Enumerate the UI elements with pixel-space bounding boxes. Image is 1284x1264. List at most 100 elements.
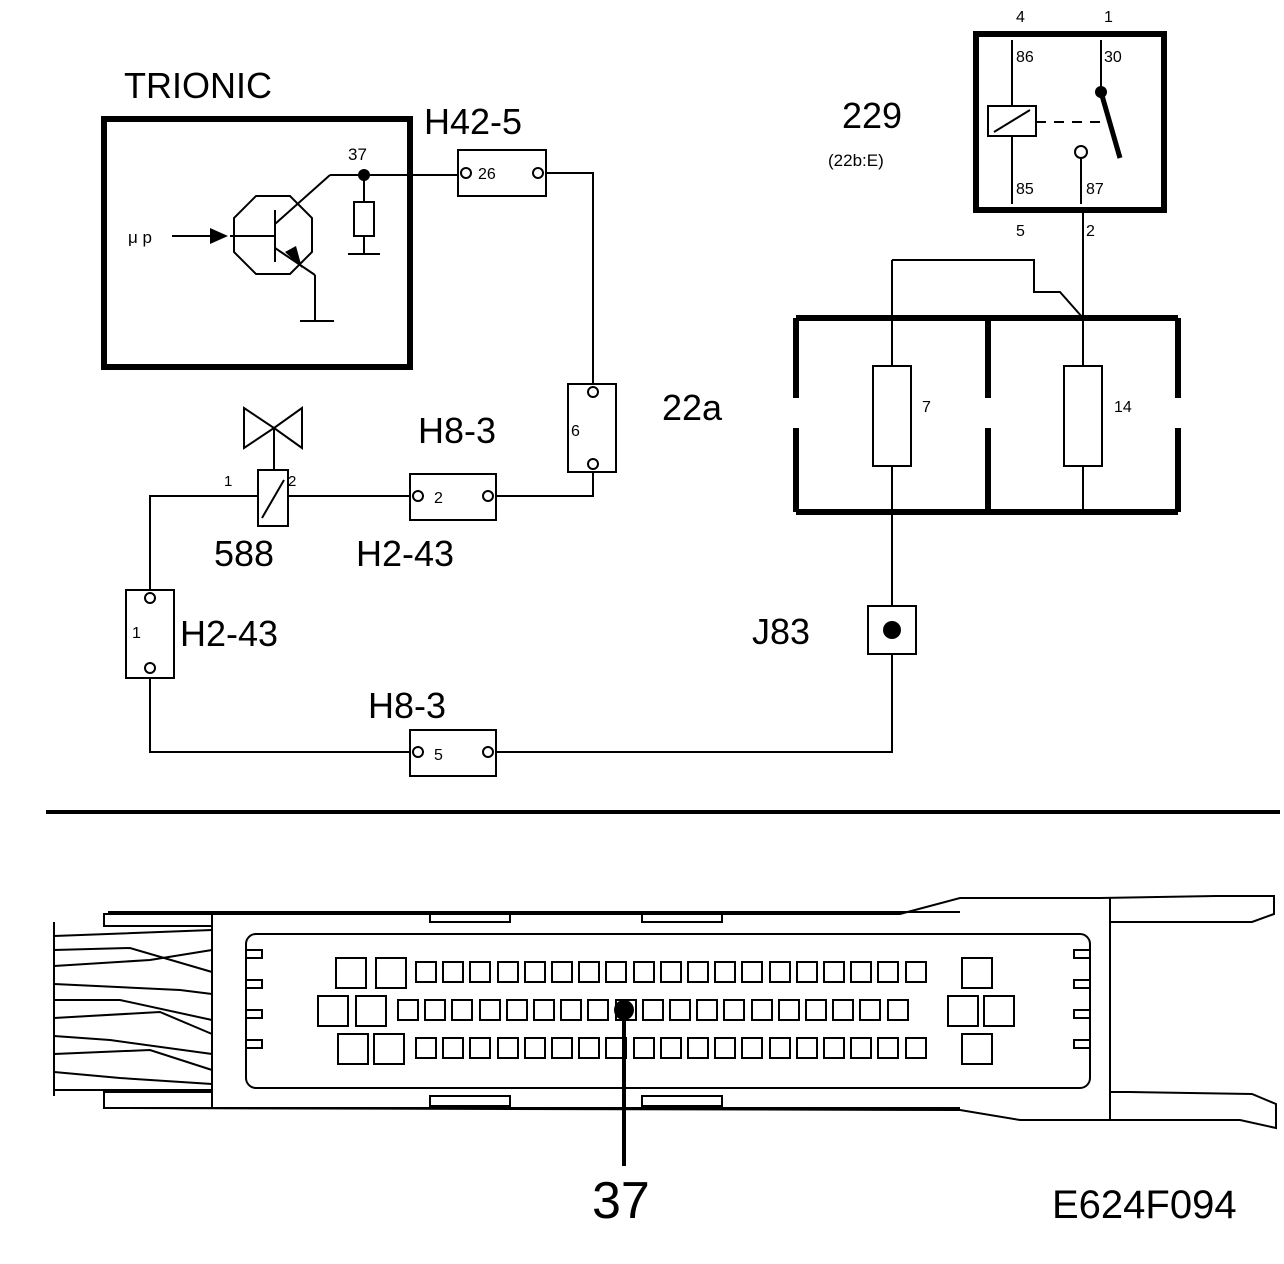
pin-cavity: [714, 961, 736, 983]
valve-588: 1 2 588: [214, 406, 303, 574]
ecu-connector: 37: [53, 895, 1277, 1230]
relay-terminal-87: 87: [1086, 181, 1104, 198]
pin-cavity: [633, 1037, 655, 1059]
pin-cavity: [335, 957, 367, 989]
pin-cavity: [551, 1037, 573, 1059]
trionic-pin-label: 37: [348, 145, 367, 164]
pin-cavity: [769, 961, 791, 983]
pin-cavity: [660, 1037, 682, 1059]
pin-cavity: [317, 995, 349, 1027]
pin-cavity: [751, 999, 773, 1021]
valve-pin1: 1: [224, 473, 232, 490]
pin-cavity: [605, 961, 627, 983]
pin-cavity: [451, 999, 473, 1021]
wire-h42-to-box6: [546, 172, 594, 384]
pin-cavity: [769, 1037, 791, 1059]
wire-h8-3-to-j83: [496, 654, 893, 753]
pin-cavity: [805, 999, 827, 1021]
connector-h8-3-bottom: 5 H8-3: [368, 685, 497, 777]
pin-cavity: [832, 999, 854, 1021]
box6-pin: 6: [571, 423, 580, 440]
pin-cavity: [442, 961, 464, 983]
h42-5-label: H42-5: [424, 101, 522, 142]
trionic-box: [101, 116, 413, 370]
pin-cavity: [687, 961, 709, 983]
valve-id: 588: [214, 533, 274, 574]
h42-5-pin: 26: [478, 166, 496, 183]
pin-cavity: [778, 999, 800, 1021]
pin-cavity: [796, 1037, 818, 1059]
pin-37-callout: 37: [592, 1172, 650, 1230]
pin-cavity: [741, 961, 763, 983]
pin-cavity: [524, 1037, 546, 1059]
relay-terminal-85: 85: [1016, 181, 1034, 198]
relay-pin-1: 1: [1104, 9, 1113, 26]
pin-cavity: [877, 961, 899, 983]
connector-h8-3-top: 2 H8-3 H2-43: [356, 410, 497, 574]
relay-switch-arm: [1098, 91, 1123, 159]
pin-cavity: [905, 1037, 927, 1059]
pin-cavity: [355, 995, 387, 1027]
pin-cavity: [533, 999, 555, 1021]
transistor-symbol: [230, 174, 334, 322]
pin-cavity: [642, 999, 664, 1021]
fuse-7-label: 7: [922, 399, 931, 416]
h8-3-top-label: H8-3: [418, 410, 496, 451]
pin-cavity: [397, 999, 419, 1021]
pin-cavity: [415, 961, 437, 983]
fuse-14-label: 14: [1114, 399, 1132, 416]
relay-229: 229 (22b:E) 4 1 5 2 86 30 85 87: [828, 9, 1167, 240]
pin-cavity: [714, 1037, 736, 1059]
relay-id: 229: [842, 95, 902, 136]
h2-43-left-label: H2-43: [180, 613, 278, 654]
pin-cavity: [375, 957, 407, 989]
pin-cavity: [859, 999, 881, 1021]
pin-cavity: [578, 1037, 600, 1059]
valve-pin2: 2: [288, 473, 296, 490]
relay-pin-2: 2: [1086, 223, 1095, 240]
pin-cavity: [469, 1037, 491, 1059]
wire-bundle: [53, 922, 213, 1096]
h2-43-left-pin: 1: [132, 625, 141, 642]
pin-cavity: [723, 999, 745, 1021]
j83-label: J83: [752, 611, 810, 652]
pin-cavity: [415, 1037, 437, 1059]
pin-cavity: [560, 999, 582, 1021]
relay-location: (22b:E): [828, 151, 884, 170]
pin-cavity: [961, 957, 993, 989]
relay-terminal-86: 86: [1016, 49, 1034, 66]
pin-cavity: [337, 1033, 369, 1065]
pin-cavity: [587, 999, 609, 1021]
connector-box-6: 6: [567, 383, 617, 473]
pin-cavity: [696, 999, 718, 1021]
pin-cavity: [983, 995, 1015, 1027]
fuse-7: [872, 365, 912, 467]
fusebox-22a: 22a 7 14: [662, 315, 1181, 515]
pin-grid: [317, 957, 1015, 1065]
pin-cavity: [887, 999, 909, 1021]
pin-cavity: [479, 999, 501, 1021]
wire-h2-43-to-h8-3: [149, 678, 410, 753]
pin-cavity: [823, 1037, 845, 1059]
pin-cavity: [373, 1033, 405, 1065]
input-arrowhead: [210, 228, 228, 244]
connector-h42-5: 26 H42-5: [424, 101, 547, 197]
pin-cavity: [424, 999, 446, 1021]
relay-pin-4: 4: [1016, 9, 1025, 26]
junction-j83: J83: [752, 605, 917, 655]
trionic-module: TRIONIC μ p 37: [101, 65, 460, 370]
pin-cavity: [796, 961, 818, 983]
pin-cavity: [850, 961, 872, 983]
pin-cavity: [823, 961, 845, 983]
pin-cavity: [669, 999, 691, 1021]
h8-3-bottom-pin: 5: [434, 747, 443, 764]
pin-cavity: [442, 1037, 464, 1059]
pin-cavity: [741, 1037, 763, 1059]
pullup-resistor: [353, 201, 375, 237]
pin-cavity: [506, 999, 528, 1021]
pin-cavity: [497, 1037, 519, 1059]
pin-cavity: [660, 961, 682, 983]
pin-cavity: [961, 1033, 993, 1065]
pin-cavity: [877, 1037, 899, 1059]
pin-cavity: [850, 1037, 872, 1059]
